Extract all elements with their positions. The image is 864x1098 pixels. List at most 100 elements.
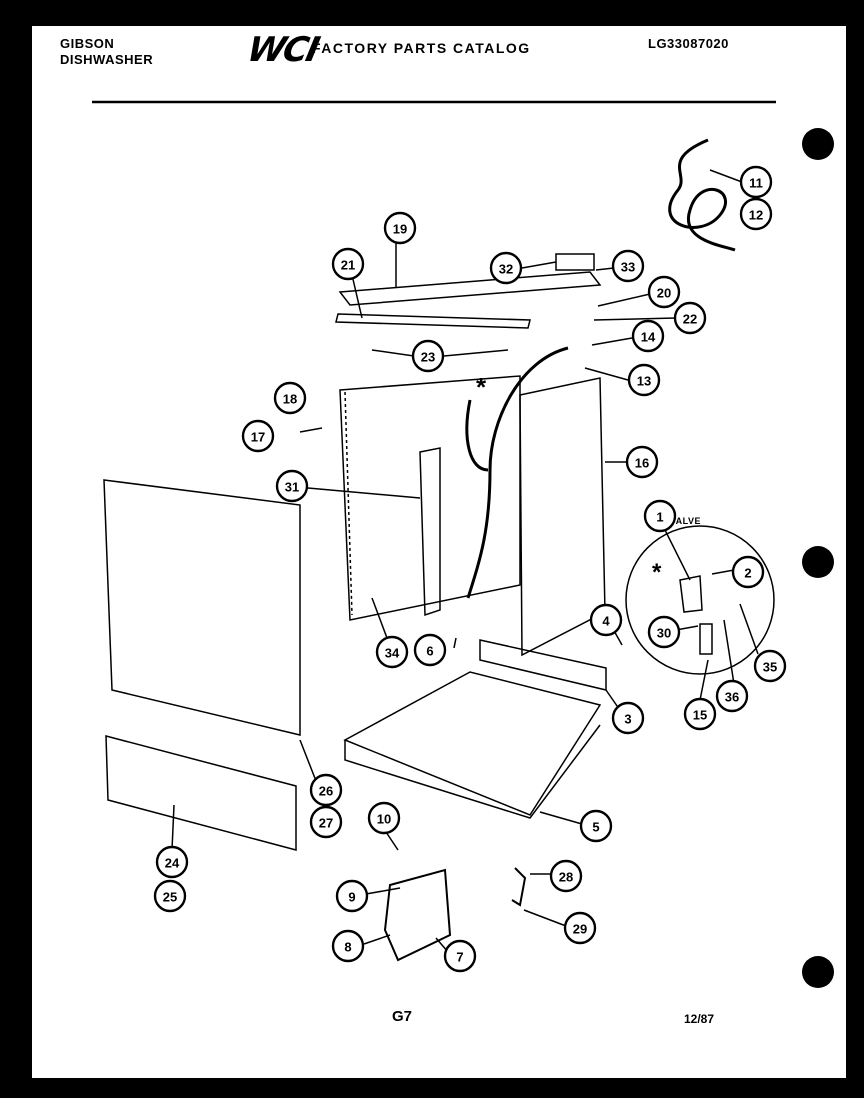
support-channel xyxy=(419,447,441,617)
kick-plate xyxy=(105,735,297,851)
callout-label-29: 29 xyxy=(573,922,587,937)
callout-label-25: 25 xyxy=(163,890,177,905)
binder-hole-middle xyxy=(802,546,834,578)
callout-label-26: 26 xyxy=(319,784,333,799)
callout-label-21: 21 xyxy=(341,258,355,273)
callout-bubble-4 xyxy=(589,603,623,637)
callout-bubble-16 xyxy=(625,445,659,479)
callout-bubble-11 xyxy=(739,165,773,199)
callout-bubble-31 xyxy=(275,469,309,503)
callout-label-16: 16 xyxy=(635,456,649,471)
callout-label-32: 32 xyxy=(499,262,513,277)
fill-valve xyxy=(679,575,703,613)
top-panel xyxy=(338,271,602,306)
callout-bubble-25 xyxy=(153,879,187,913)
callout-bubble-33 xyxy=(611,249,645,283)
callout-bubble-22 xyxy=(673,301,707,335)
callout-label-36: 36 xyxy=(725,690,739,705)
callout-bubble-12 xyxy=(739,197,773,231)
callout-bubble-36 xyxy=(715,679,749,713)
callout-label-14: 14 xyxy=(641,330,656,345)
callout-bubble-8 xyxy=(331,929,365,963)
pump-motor xyxy=(383,868,452,962)
asterisk-cabinet: * xyxy=(476,372,487,402)
callout-label-5: 5 xyxy=(592,820,599,835)
callout-bubble-28 xyxy=(549,859,583,893)
binder-hole-top xyxy=(802,128,834,160)
callout-bubble-2 xyxy=(731,555,765,589)
callout-label-22: 22 xyxy=(683,312,697,327)
base-frame-side xyxy=(344,724,601,819)
callout-bubble-18 xyxy=(273,381,307,415)
print-date: 12/87 xyxy=(684,1012,715,1026)
callout-label-15: 15 xyxy=(693,708,707,723)
brand-name: GIBSON xyxy=(60,36,115,51)
callout-label-18: 18 xyxy=(283,392,297,407)
callout-label-1: 1 xyxy=(656,510,663,525)
cabinet-back-panel xyxy=(339,375,521,621)
callout-label-9: 9 xyxy=(348,890,355,905)
callout-label-17: 17 xyxy=(251,430,265,445)
callout-bubble-19 xyxy=(383,211,417,245)
drain-hose xyxy=(465,399,489,472)
callout-bubble-30 xyxy=(647,615,681,649)
clip xyxy=(511,867,527,907)
callout-bubble-7 xyxy=(443,939,477,973)
callout-bubble-14 xyxy=(631,319,665,353)
callout-label-19: 19 xyxy=(393,222,407,237)
callout-label-28: 28 xyxy=(559,870,573,885)
callout-bubble-35 xyxy=(753,649,787,683)
base-rail xyxy=(479,639,607,691)
callout-bubble-34 xyxy=(375,635,409,669)
callout-bubble-21 xyxy=(331,247,365,281)
callout-bubble-17 xyxy=(241,419,275,453)
binder-hole-bottom xyxy=(802,956,834,988)
callout-bubble-24 xyxy=(155,845,189,879)
catalog-title: FACTORY PARTS CATALOG xyxy=(312,40,531,56)
callout-bubble-3 xyxy=(611,701,645,735)
callout-bubble-29 xyxy=(563,911,597,945)
callout-bubble-13 xyxy=(627,363,661,397)
callout-label-3: 3 xyxy=(624,712,631,727)
callout-label-27: 27 xyxy=(319,816,333,831)
callout-label-6: 6 xyxy=(426,644,433,659)
base-frame xyxy=(343,671,602,816)
callout-bubble-6 xyxy=(413,633,447,667)
callout-label-34: 34 xyxy=(385,646,400,661)
valve-strainer xyxy=(699,623,713,655)
callout-label-33: 33 xyxy=(621,260,635,275)
callout-bubble-27 xyxy=(309,805,343,839)
callout-label-10: 10 xyxy=(377,812,391,827)
top-bracket xyxy=(555,253,595,271)
product-type: DISHWASHER xyxy=(60,52,154,67)
callout-bubble-26 xyxy=(309,773,343,807)
callout-label-7: 7 xyxy=(456,950,463,965)
callout-label-4: 4 xyxy=(602,614,610,629)
page-number: G7 xyxy=(392,1008,413,1025)
top-trim-strip xyxy=(335,313,531,329)
callout-label-24: 24 xyxy=(165,856,180,871)
callout-bubble-15 xyxy=(683,697,717,731)
catalog-number: LG33087020 xyxy=(648,36,729,51)
callout-label-2: 2 xyxy=(744,566,751,581)
callout-bubble-1 xyxy=(643,499,677,533)
callout-label-12: 12 xyxy=(749,208,763,223)
callout-label-11: 11 xyxy=(749,176,763,191)
fill-valve-inset xyxy=(625,525,775,675)
callout-label-31: 31 xyxy=(285,480,299,495)
callout-bubble-9 xyxy=(335,879,369,913)
callout-label-8: 8 xyxy=(344,940,351,955)
front-panel xyxy=(103,479,301,736)
asterisk-fill-valve: * xyxy=(652,559,662,586)
callout-bubble-32 xyxy=(489,251,523,285)
fill-hose xyxy=(466,346,569,599)
callout-bubble-10 xyxy=(367,801,401,835)
callout-label-20: 20 xyxy=(657,286,671,301)
callout-bubble-20 xyxy=(647,275,681,309)
callout-bubble-23 xyxy=(411,339,445,373)
callout-label-30: 30 xyxy=(657,626,671,641)
callout-label-23: 23 xyxy=(421,350,435,365)
callout-label-35: 35 xyxy=(763,660,777,675)
callout-label-13: 13 xyxy=(637,374,651,389)
